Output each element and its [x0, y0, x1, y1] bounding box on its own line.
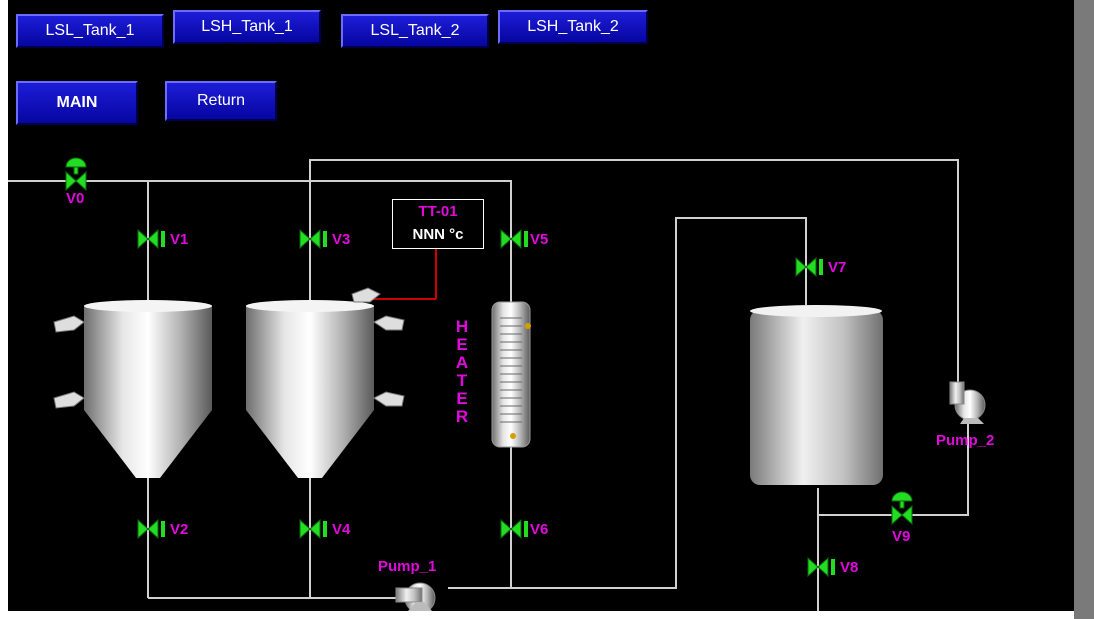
heater-icon	[491, 301, 531, 448]
nozzle-icon	[53, 391, 85, 409]
valve-v7-icon[interactable]	[795, 256, 817, 278]
pipe-pump2-suction	[818, 420, 969, 516]
valve-label-v7: V7	[828, 259, 847, 276]
valve-v1-icon[interactable]	[137, 228, 159, 250]
tank-3-icon	[750, 305, 883, 485]
transmitter-value: NNN °c	[412, 226, 464, 243]
hmi-canvas: LSL_Tank_1 LSH_Tank_1 LSL_Tank_2 LSH_Tan…	[8, 0, 1074, 611]
temperature-transmitter-tt01[interactable]: TT-01 NNN °c	[392, 199, 484, 249]
pipe-discharge	[448, 217, 807, 589]
lsh-tank-1-button[interactable]: LSH_Tank_1	[173, 10, 321, 44]
valve-label-v8: V8	[840, 559, 859, 576]
valve-label-v3: V3	[332, 231, 351, 248]
tank-1-icon	[84, 300, 212, 478]
nozzle-icon	[53, 315, 85, 333]
valve-v0-icon[interactable]	[65, 157, 87, 192]
tank-2-icon	[246, 300, 374, 478]
valve-v3-icon[interactable]	[299, 228, 321, 250]
valve-v2-icon[interactable]	[137, 518, 159, 540]
nozzle-icon	[373, 391, 405, 407]
vertical-scrollbar[interactable]	[1074, 0, 1094, 619]
valve-v9-icon[interactable]	[891, 491, 913, 526]
pump-1-icon[interactable]	[395, 582, 436, 611]
process-diagram	[8, 157, 986, 611]
return-button[interactable]: Return	[165, 81, 277, 121]
lsl-tank-2-button[interactable]: LSL_Tank_2	[341, 14, 489, 48]
nozzle-icon	[373, 315, 405, 331]
pipe-inlet-header	[8, 180, 512, 305]
valve-v4-icon[interactable]	[299, 518, 321, 540]
lsh-tank-2-button[interactable]: LSH_Tank_2	[498, 10, 648, 44]
valve-label-v4: V4	[332, 521, 351, 538]
valve-label-v2: V2	[170, 521, 189, 538]
transmitter-tag: TT-01	[418, 203, 458, 220]
pipe-recirc-header	[309, 159, 959, 390]
lsl-tank-1-button[interactable]: LSL_Tank_1	[16, 14, 164, 48]
valve-label-v0: V0	[66, 190, 85, 207]
nozzle-icon	[351, 287, 381, 303]
pump-label-pump-1: Pump_1	[378, 558, 437, 575]
valve-v6-icon[interactable]	[500, 518, 522, 540]
pump-label-pump-2: Pump_2	[936, 432, 995, 449]
valve-v5-icon[interactable]	[500, 228, 522, 250]
valve-label-v6: V6	[530, 521, 549, 538]
pipework	[8, 159, 969, 611]
valve-label-v1: V1	[170, 231, 189, 248]
pump-2-icon[interactable]	[949, 381, 986, 424]
valve-v8-icon[interactable]	[807, 556, 829, 578]
main-button[interactable]: MAIN	[16, 81, 138, 125]
valve-label-v9: V9	[892, 528, 911, 545]
valve-label-v5: V5	[530, 231, 549, 248]
